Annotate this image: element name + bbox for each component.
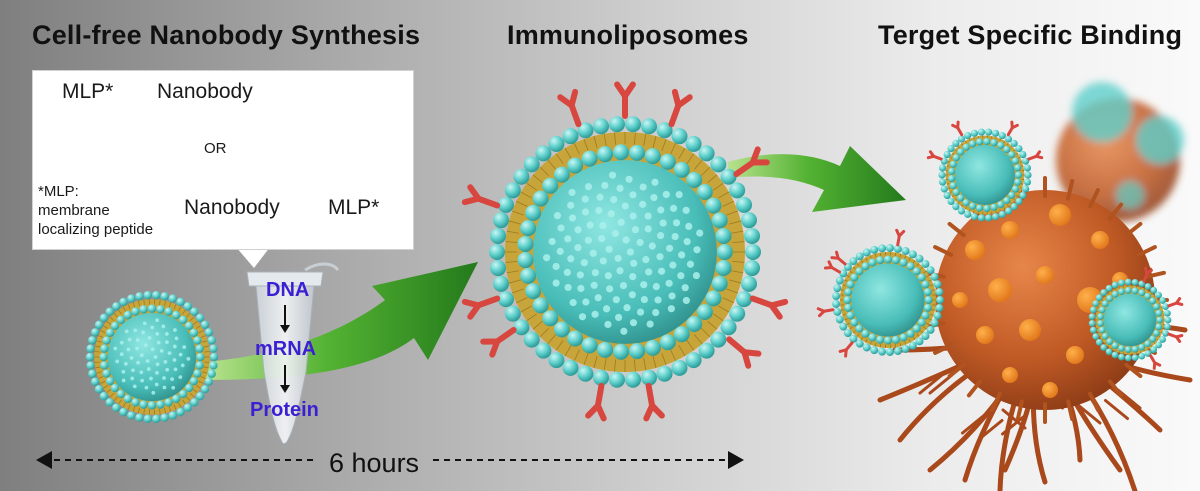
- label-or: OR: [204, 140, 227, 157]
- liposome-layer: [85, 81, 1184, 424]
- nanobody-icon: [668, 88, 693, 128]
- title-immunoliposomes: Immunoliposomes: [507, 20, 749, 50]
- footnote-line-2: membrane: [38, 202, 110, 219]
- step-protein: Protein: [250, 399, 319, 421]
- nanobody-icon: [926, 150, 943, 161]
- nanobody-icon: [823, 260, 842, 274]
- title-cell-free-synthesis: Cell-free Nanobody Synthesis: [32, 20, 421, 50]
- nanobody-icon: [1167, 332, 1184, 343]
- title-target-binding: Terget Specific Binding: [878, 20, 1183, 50]
- nanobody-icon: [1027, 150, 1044, 161]
- immunoliposome-large: [461, 81, 789, 422]
- footnote-line-3: localizing peptide: [38, 221, 154, 238]
- nanobody-icon: [614, 81, 636, 119]
- label-nanobody-bottom: Nanobody: [184, 196, 280, 219]
- liposome-bound-top: [926, 120, 1044, 222]
- step-mrna: mRNA: [255, 338, 317, 360]
- label-nanobody-top: Nanobody: [157, 80, 253, 103]
- step-arrows: [280, 305, 290, 393]
- green-arrow-synthesis: [205, 262, 478, 380]
- nanobody-icon: [830, 250, 847, 266]
- liposome-bound-left: [816, 228, 944, 358]
- nanobody-icon: [585, 382, 607, 422]
- nanobody-icon: [643, 382, 665, 422]
- nanobody-icon: [1142, 266, 1153, 283]
- nanobody-icon: [461, 184, 501, 209]
- green-arrow-binding: [728, 146, 906, 212]
- liposome-bound-right: [1088, 266, 1184, 370]
- nanobody-icon: [480, 327, 517, 358]
- nanobody-icon: [816, 307, 835, 318]
- nanobody-icon: [1167, 297, 1184, 308]
- footnote-line-1: *MLP:: [38, 183, 79, 200]
- label-mlp-top: MLP*: [62, 80, 114, 103]
- nanobody-icon: [951, 120, 964, 137]
- nanobody-icon: [733, 146, 770, 177]
- nanobody-icon: [895, 228, 906, 247]
- nanobody-icon: [749, 295, 789, 320]
- nanobody-icon: [838, 341, 854, 358]
- background-cell: [1056, 82, 1184, 222]
- label-mlp-bottom: MLP*: [328, 196, 380, 219]
- nanobody-icon: [461, 295, 501, 320]
- nanobody-icon: [557, 88, 582, 128]
- timeline-arrow: [36, 451, 744, 469]
- construct-callout: [32, 70, 414, 250]
- liposome-plain: [85, 290, 219, 424]
- step-dna: DNA: [266, 279, 310, 301]
- bubble-tail: [236, 247, 270, 268]
- nanobody-icon: [726, 336, 762, 369]
- timeline-label: 6 hours: [329, 448, 420, 478]
- tube-icon: [246, 262, 340, 445]
- nanobody-icon: [1149, 354, 1162, 370]
- target-cell: [877, 176, 1193, 491]
- nanobody-icon: [1006, 120, 1019, 137]
